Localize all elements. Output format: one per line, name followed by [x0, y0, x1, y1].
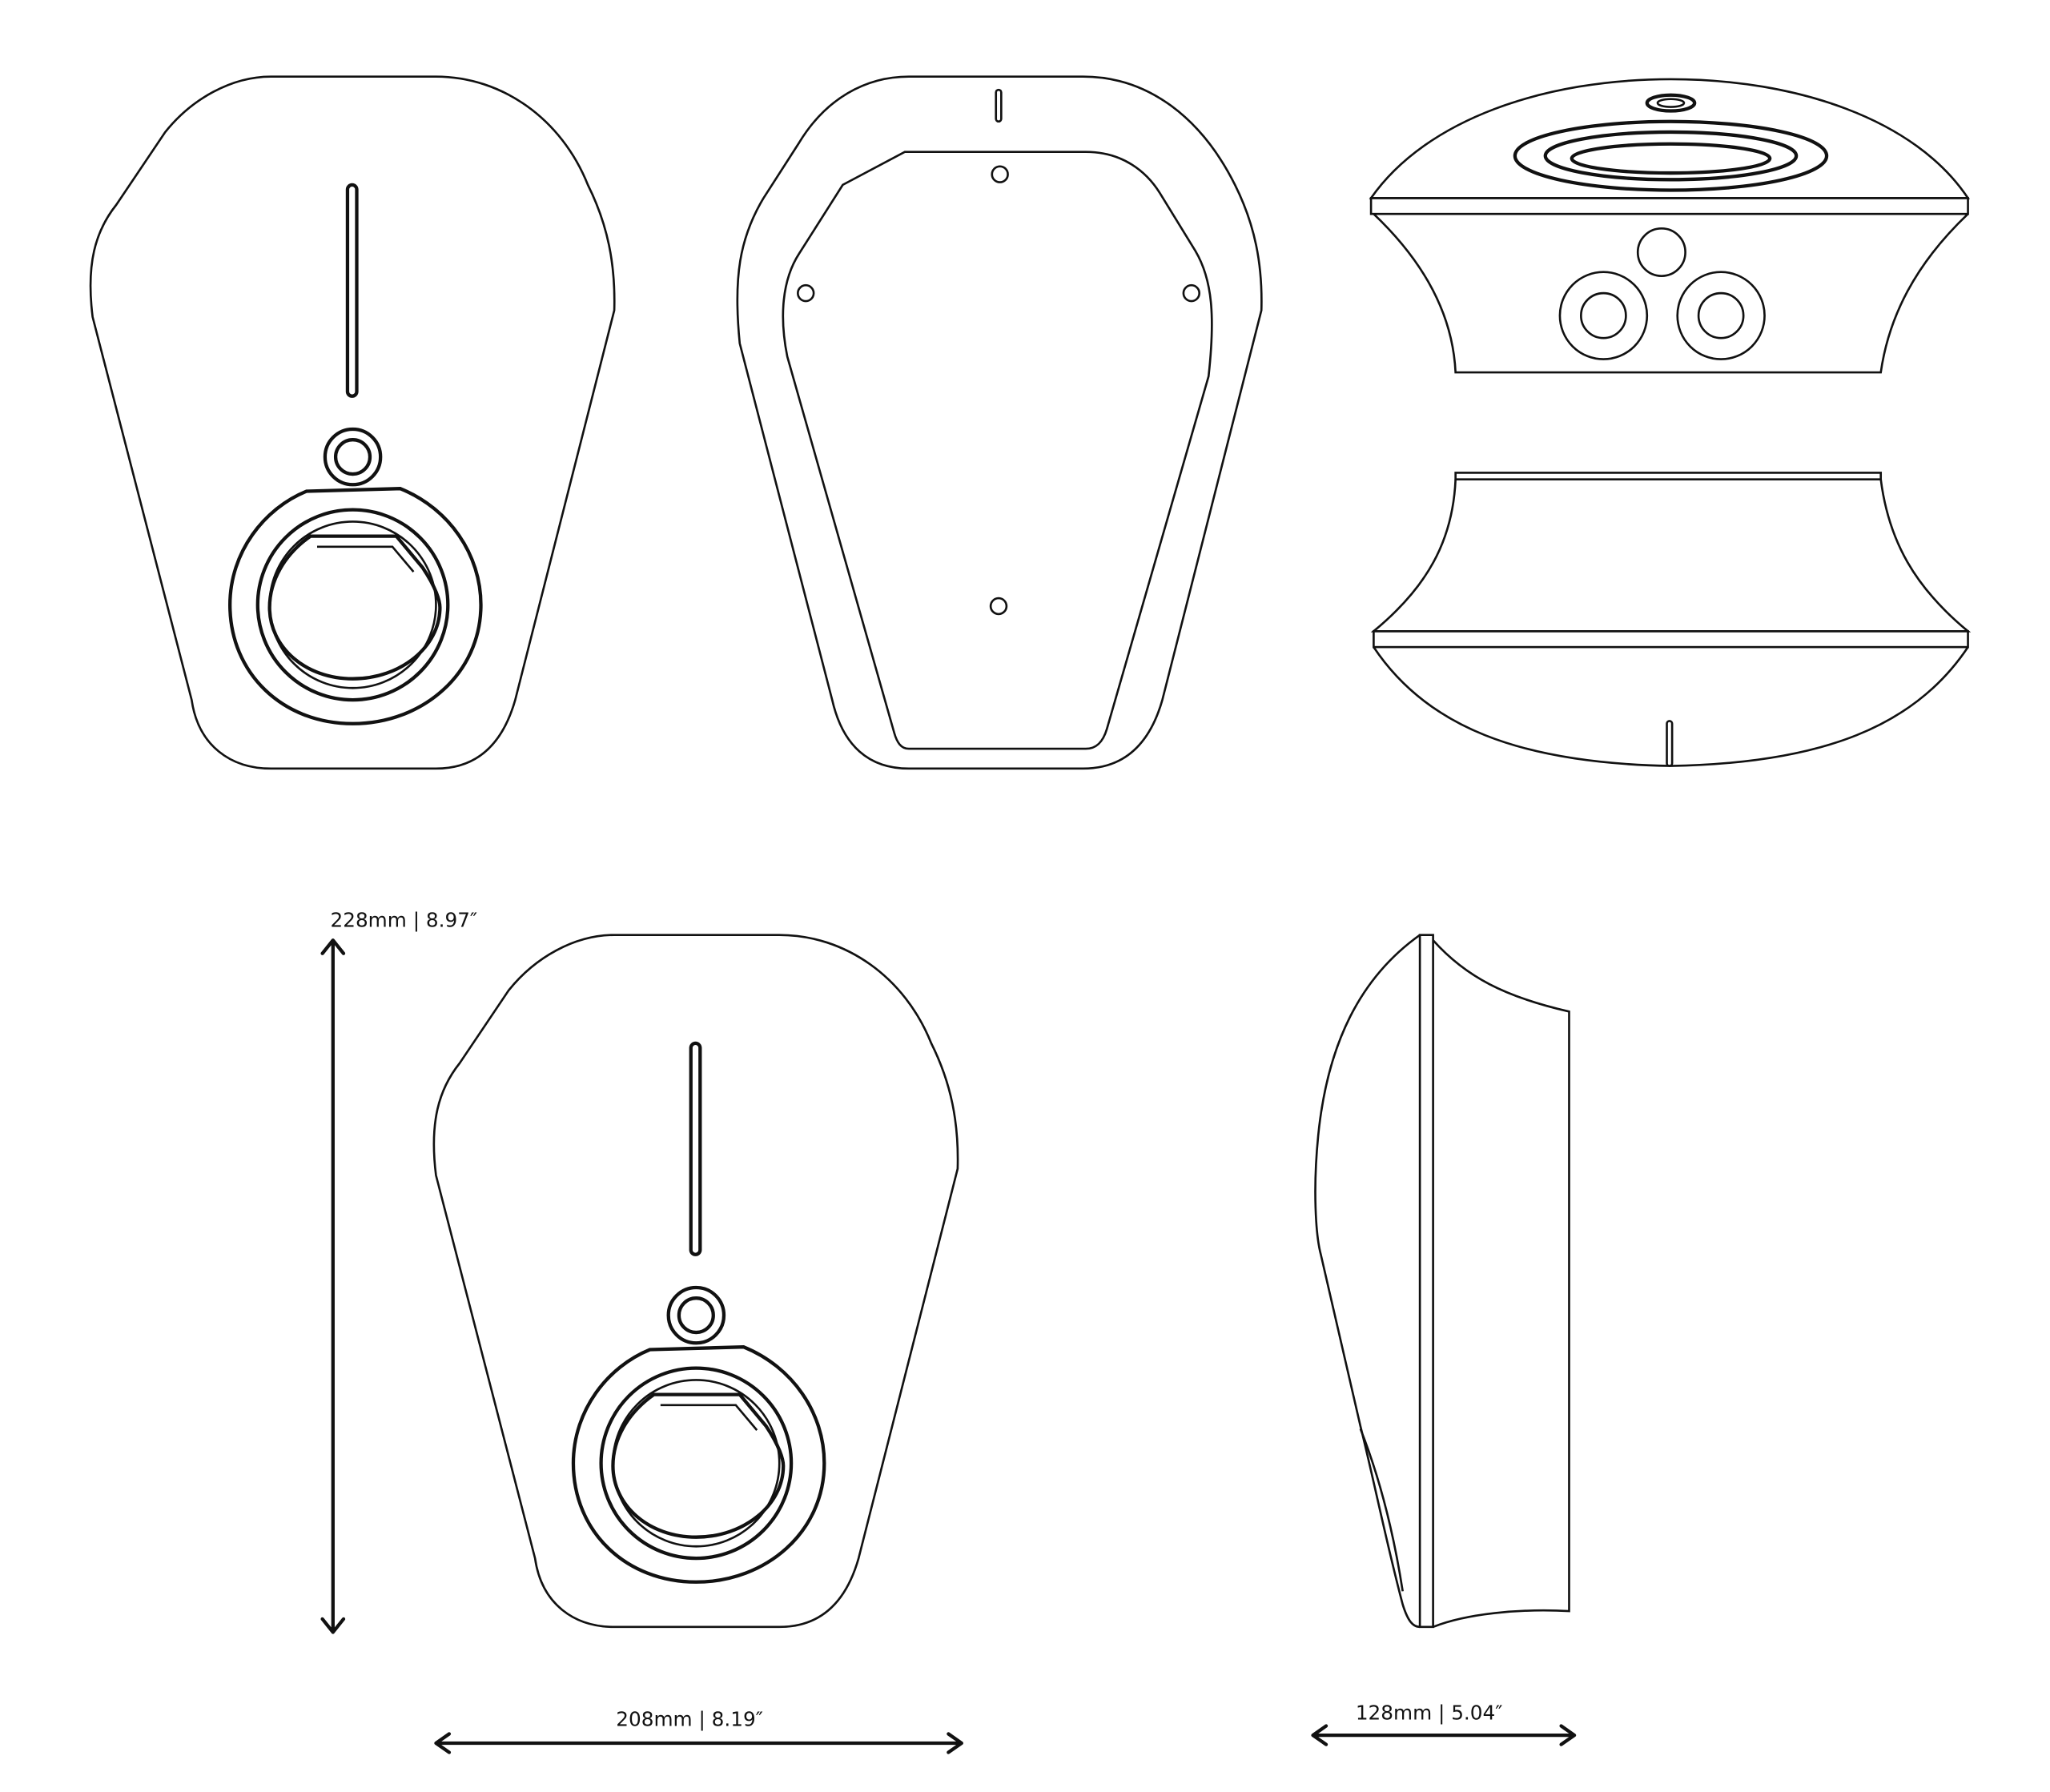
width-label: 208mm | 8.19″: [616, 1708, 763, 1731]
side-view: [1314, 934, 1570, 1629]
height-dimension: 228mm | 8.97″: [320, 909, 478, 1634]
width-dimension: 208mm | 8.19″: [434, 1708, 963, 1754]
front-view-dimensioned: [434, 935, 958, 1627]
back-view: [736, 75, 1263, 770]
bottom-view: [1370, 472, 1972, 767]
depth-dimension: 128mm | 5.04″: [1311, 1701, 1577, 1746]
height-label: 228mm | 8.97″: [331, 909, 478, 932]
top-view: [1369, 78, 1971, 374]
depth-label: 128mm | 5.04″: [1356, 1701, 1503, 1724]
front-view: [90, 77, 614, 769]
